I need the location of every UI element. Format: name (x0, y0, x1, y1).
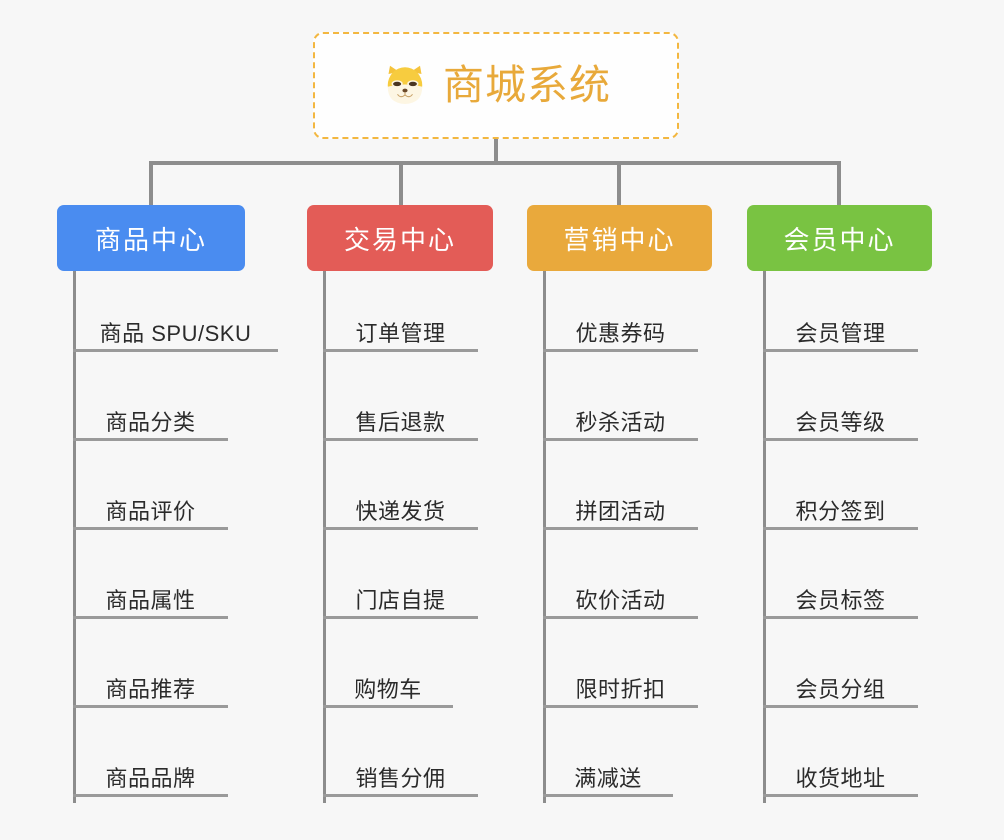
shiba-dog-face-icon (387, 65, 423, 104)
leaf-label: 优惠券码 (575, 320, 666, 346)
leaf-label: 售后退款 (355, 409, 446, 435)
leaf-label: 门店自提 (355, 587, 446, 613)
category-header-trade[interactable]: 交易中心 (307, 205, 493, 271)
leaf-item[interactable]: 拼团活动 (543, 483, 698, 530)
leaf-item[interactable]: 商品属性 (73, 572, 228, 619)
leaf-item[interactable]: 门店自提 (323, 572, 478, 619)
leaf-item[interactable]: 会员标签 (763, 572, 918, 619)
connector-horizontal-bus (149, 161, 841, 165)
leaf-label: 砍价活动 (575, 587, 666, 613)
column-trunk-1 (73, 271, 76, 803)
root-title: 商城系统 (443, 62, 611, 108)
category-header-product[interactable]: 商品中心 (57, 205, 245, 271)
leaf-item[interactable]: 优惠券码 (543, 305, 698, 352)
leaf-label: 收货地址 (795, 765, 886, 791)
category-header-marketing[interactable]: 营销中心 (527, 205, 712, 271)
connector-drop-4 (837, 161, 841, 206)
category-header-label: 会员中心 (783, 224, 896, 255)
leaf-label: 限时折扣 (575, 676, 666, 702)
leaf-label: 积分签到 (795, 498, 886, 524)
connector-drop-3 (617, 161, 621, 206)
leaf-item[interactable]: 收货地址 (763, 750, 918, 797)
leaf-label: 购物车 (354, 676, 422, 702)
leaf-item[interactable]: 商品评价 (73, 483, 228, 530)
leaf-item[interactable]: 商品分类 (73, 394, 228, 441)
leaf-item[interactable]: 商品品牌 (73, 750, 228, 797)
column-trunk-3 (543, 271, 546, 803)
category-header-label: 交易中心 (343, 224, 456, 255)
leaf-item[interactable]: 满减送 (543, 750, 673, 797)
leaf-label: 商品 SPU/SKU (99, 320, 252, 346)
leaf-label: 订单管理 (355, 320, 446, 346)
leaf-item[interactable]: 售后退款 (323, 394, 478, 441)
connector-drop-1 (149, 161, 153, 206)
leaf-label: 满减送 (574, 765, 642, 791)
leaf-label: 商品品牌 (105, 765, 196, 791)
leaf-item[interactable]: 限时折扣 (543, 661, 698, 708)
leaf-item[interactable]: 积分签到 (763, 483, 918, 530)
leaf-label: 会员分组 (795, 676, 886, 702)
leaf-item[interactable]: 秒杀活动 (543, 394, 698, 441)
leaf-item[interactable]: 快递发货 (323, 483, 478, 530)
leaf-label: 商品推荐 (105, 676, 196, 702)
leaf-label: 商品分类 (105, 409, 196, 435)
leaf-item[interactable]: 会员分组 (763, 661, 918, 708)
root-node[interactable]: 商城系统 (313, 32, 679, 139)
leaf-label: 商品评价 (105, 498, 196, 524)
leaf-item[interactable]: 商品 SPU/SKU (73, 305, 278, 352)
connector-root-stem (494, 139, 498, 164)
column-trunk-2 (323, 271, 326, 803)
column-trunk-4 (763, 271, 766, 803)
connector-drop-2 (399, 161, 403, 206)
category-header-member[interactable]: 会员中心 (747, 205, 932, 271)
leaf-label: 快递发货 (355, 498, 446, 524)
leaf-label: 销售分佣 (355, 765, 446, 791)
leaf-item[interactable]: 商品推荐 (73, 661, 228, 708)
leaf-label: 秒杀活动 (575, 409, 666, 435)
leaf-item[interactable]: 销售分佣 (323, 750, 478, 797)
category-header-label: 商品中心 (94, 224, 207, 255)
leaf-label: 拼团活动 (575, 498, 666, 524)
leaf-label: 商品属性 (105, 587, 196, 613)
leaf-item[interactable]: 订单管理 (323, 305, 478, 352)
leaf-label: 会员标签 (795, 587, 886, 613)
leaf-item[interactable]: 会员等级 (763, 394, 918, 441)
category-header-label: 营销中心 (563, 224, 676, 255)
leaf-item[interactable]: 砍价活动 (543, 572, 698, 619)
leaf-item[interactable]: 购物车 (323, 661, 453, 708)
leaf-item[interactable]: 会员管理 (763, 305, 918, 352)
leaf-label: 会员管理 (795, 320, 886, 346)
leaf-label: 会员等级 (795, 409, 886, 435)
